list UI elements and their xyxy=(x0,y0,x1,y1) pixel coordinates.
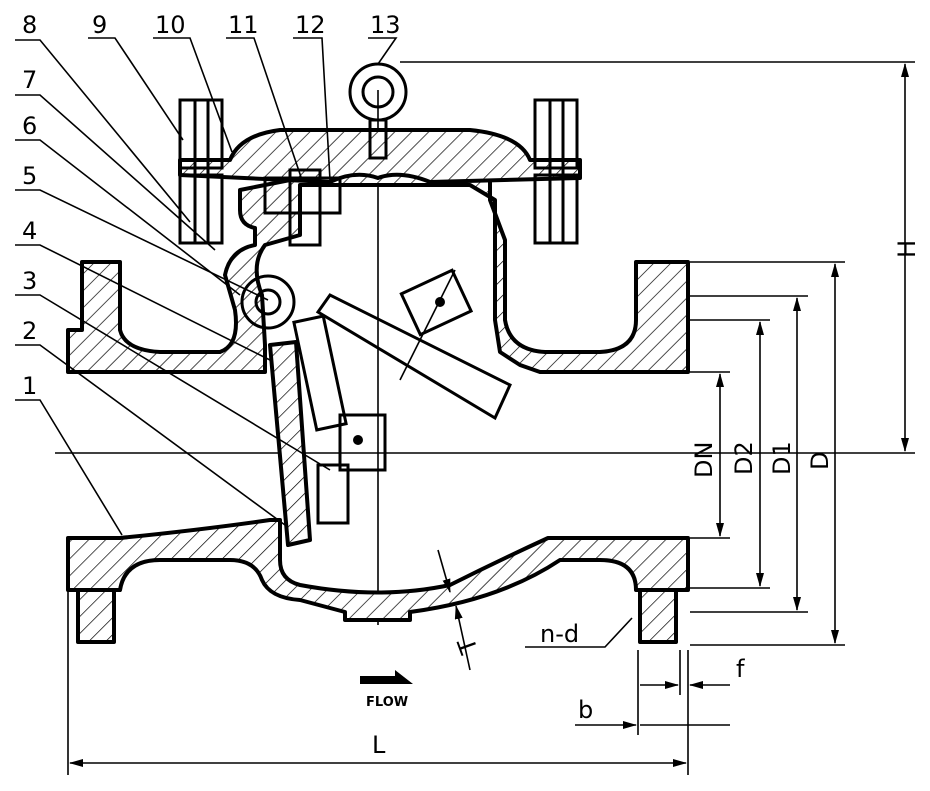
left-bolt-nuts xyxy=(178,98,224,245)
part-number-4: 4 xyxy=(22,217,37,245)
part-number-12: 12 xyxy=(295,11,326,39)
swing-arm xyxy=(315,293,512,421)
dim-b-label: b xyxy=(578,696,593,724)
dim-D-label: D xyxy=(806,452,834,470)
part-number-11: 11 xyxy=(228,11,259,39)
disc-nut-center xyxy=(353,435,363,445)
part-number-3: 3 xyxy=(22,267,37,295)
bonnet xyxy=(178,128,582,184)
part-number-9: 9 xyxy=(92,11,107,39)
part-number-6: 6 xyxy=(22,112,37,140)
eye-bolt-hole xyxy=(361,75,395,109)
dim-T-label: T xyxy=(452,634,484,659)
part-number-5: 5 xyxy=(22,162,37,190)
hinge-pin xyxy=(254,288,282,316)
bracket-screw xyxy=(288,168,322,247)
dim-nd-label: n-d xyxy=(540,620,579,648)
disc xyxy=(268,340,312,547)
part-number-13: 13 xyxy=(370,11,401,39)
dimension-lines xyxy=(69,63,909,767)
hinge-pin-housing xyxy=(240,274,296,330)
extension-lines xyxy=(67,61,915,775)
part-number-10: 10 xyxy=(155,11,186,39)
part-number-8: 8 xyxy=(22,11,37,39)
part-number-1: 1 xyxy=(22,372,37,400)
flow-label: FLOW xyxy=(366,695,408,710)
part-number-7: 7 xyxy=(22,66,37,94)
flow-arrow-icon xyxy=(360,670,413,684)
disc-holder xyxy=(292,314,348,432)
hinge-bracket xyxy=(263,176,342,215)
right-flange-bolt-boss xyxy=(638,588,678,644)
eye-bolt-shank xyxy=(368,118,388,160)
dim-f-label: f xyxy=(736,655,745,683)
arm-axis-line xyxy=(399,269,456,381)
part-number-2: 2 xyxy=(22,317,37,345)
dim-D1-label: D1 xyxy=(768,441,796,475)
arm-nut xyxy=(399,268,474,337)
valve-body-lower xyxy=(66,518,690,622)
dim-DN-label: DN xyxy=(690,442,718,478)
right-bolt-nuts xyxy=(533,98,579,245)
dim-H-label: H xyxy=(893,240,921,258)
dim-L-label: L xyxy=(372,731,386,759)
left-flange-bolt-boss xyxy=(76,588,116,644)
part-leaders xyxy=(15,37,398,536)
disc-nut xyxy=(338,413,387,472)
dim-D2-label: D2 xyxy=(730,441,758,475)
disc-lock xyxy=(316,463,350,525)
